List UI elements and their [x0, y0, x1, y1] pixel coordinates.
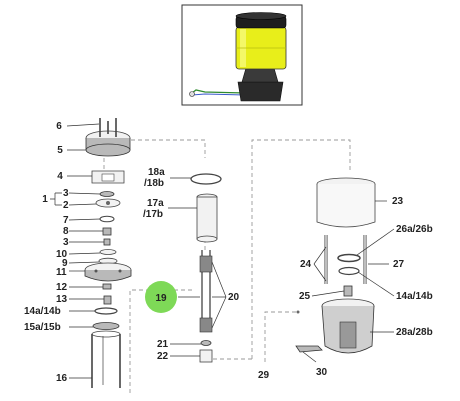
label-6: 6	[56, 121, 62, 132]
label-25: 25	[299, 291, 311, 302]
label-7: 7	[63, 215, 69, 226]
label-24: 24	[300, 259, 312, 270]
label-2: 2	[63, 200, 69, 211]
label-29: 29	[258, 370, 270, 381]
assembly-path-lines	[103, 139, 351, 393]
label-26a-26b: 26a/26b	[396, 224, 433, 235]
label-4: 4	[57, 171, 63, 182]
label-20: 20	[228, 292, 240, 303]
label-17a: 17a	[147, 198, 164, 209]
label-21: 21	[157, 339, 169, 350]
label-30: 30	[316, 367, 328, 378]
middle-column-parts	[190, 173, 222, 363]
label-18b: /18b	[144, 178, 164, 189]
label-16: 16	[56, 373, 68, 384]
label-12: 12	[56, 282, 68, 293]
label-17b: /17b	[143, 209, 163, 220]
highlight-callout-circle	[145, 281, 177, 313]
label-27: 27	[393, 259, 405, 270]
label-19: 19	[155, 293, 167, 304]
label-10: 10	[56, 249, 68, 260]
label-8: 8	[63, 226, 69, 237]
part-labels: 6 5 4 3 1 2 7 8 3 10 9 11 12 13 14a/14b …	[24, 121, 433, 384]
label-9: 9	[62, 258, 68, 269]
label-1: 1	[42, 194, 48, 205]
label-15a-15b: 15a/15b	[24, 322, 61, 333]
leader-lines	[50, 123, 395, 379]
label-28a-28b: 28a/28b	[396, 327, 433, 338]
label-3-upper: 3	[63, 188, 69, 199]
label-22: 22	[157, 351, 169, 362]
label-14a-14b-right: 14a/14b	[396, 291, 433, 302]
label-3-lower: 3	[63, 237, 69, 248]
label-5: 5	[57, 145, 63, 156]
right-column-parts	[295, 177, 376, 354]
left-column-parts	[84, 118, 132, 388]
label-23: 23	[392, 196, 404, 207]
label-18a: 18a	[148, 167, 165, 178]
label-11: 11	[56, 267, 67, 278]
label-13: 13	[56, 294, 68, 305]
product-inset	[181, 4, 303, 106]
label-14a-14b-left: 14a/14b	[24, 306, 61, 317]
